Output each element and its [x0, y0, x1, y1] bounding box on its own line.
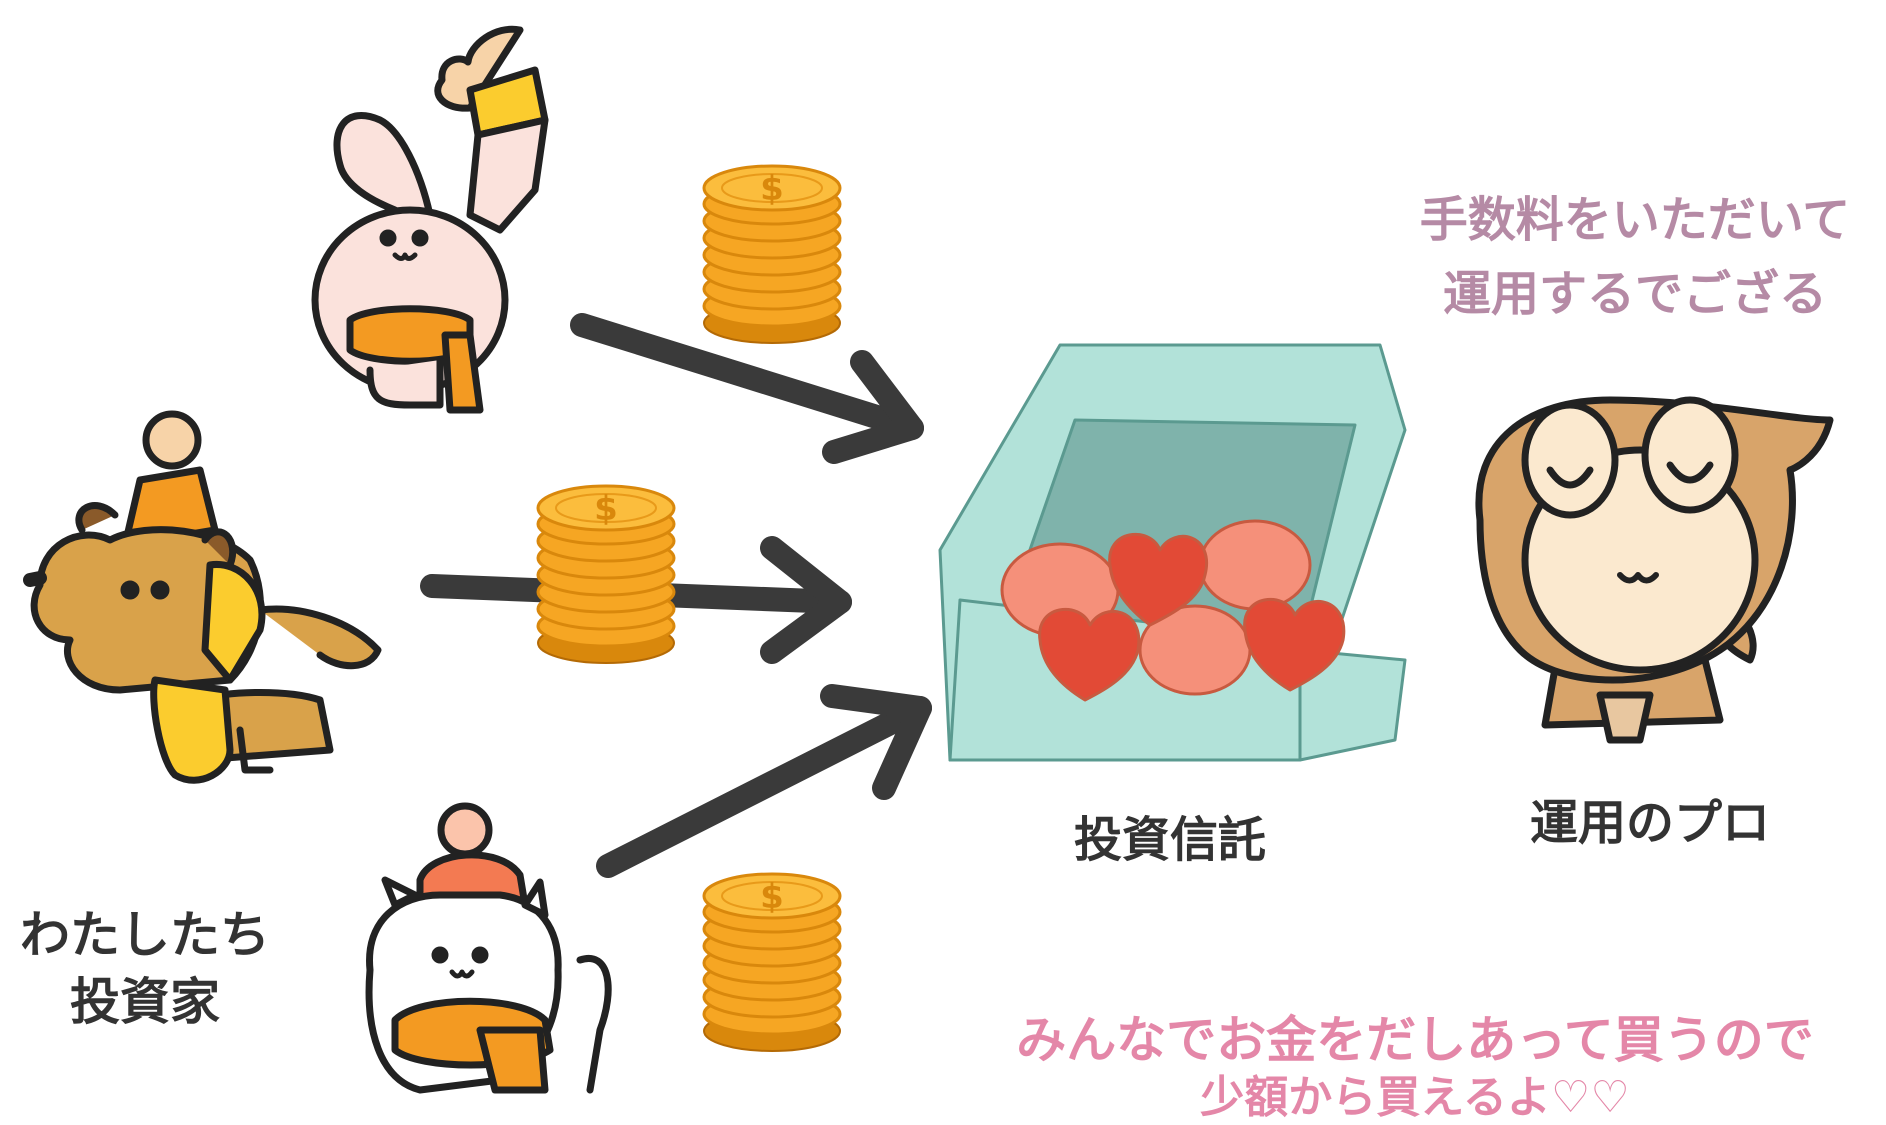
cat-investor-icon	[365, 802, 612, 1094]
bottom-note-line2: 少額から買えるよ♡♡	[1200, 1072, 1630, 1123]
arrow-bottom-icon	[596, 684, 932, 878]
manager-label: 運用のプロ	[1529, 795, 1770, 851]
rabbit-investor-icon	[311, 25, 549, 414]
coin-symbol: $	[594, 489, 618, 529]
diagram-canvas: $ $ $	[23, 25, 1834, 1094]
bottom-note-line1: みんなでお金をだしあって買うので	[1016, 1011, 1814, 1069]
coin-stack-top-icon: $	[702, 164, 842, 345]
coin-symbol: $	[760, 877, 784, 917]
coin-symbol: $	[760, 169, 784, 209]
manager-speech-line2: 運用するでござる	[1442, 266, 1827, 322]
dog-investor-icon	[23, 410, 382, 784]
fund-label: 投資信託	[1073, 812, 1266, 868]
pastry-box-icon	[938, 343, 1407, 762]
manager-speech-line1: 手数料をいただいて	[1419, 192, 1851, 248]
arrow-top-icon	[570, 313, 924, 464]
coin-stack-middle-icon: $	[536, 484, 676, 665]
coin-stack-bottom-icon: $	[702, 872, 842, 1053]
investors-label-line1: わたしたち	[20, 906, 270, 964]
monkey-manager-icon	[1475, 396, 1834, 744]
investors-label-line2: 投資家	[70, 973, 220, 1031]
